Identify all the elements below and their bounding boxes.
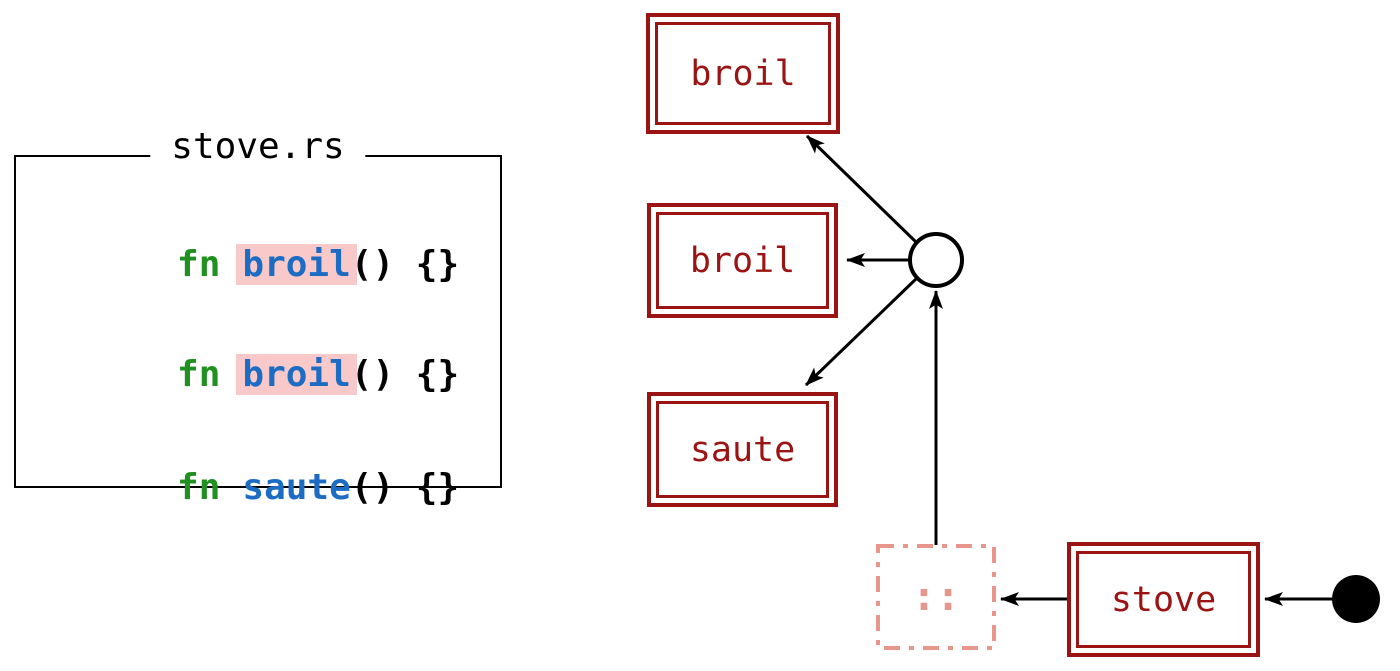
file-name-label: stove.rs <box>150 124 366 170</box>
glob-import-label: :: <box>911 574 961 620</box>
fanout-node-circle <box>908 232 964 288</box>
keyword-fn: fn <box>177 354 221 395</box>
node-saute-inner-border: saute <box>656 401 829 498</box>
node-stove: stove <box>1067 542 1260 657</box>
fn-name-broil-highlighted: broil <box>236 354 357 395</box>
node-saute: saute <box>647 392 838 507</box>
entry-point-dot <box>1332 575 1380 623</box>
edge-node-to-saute <box>804 276 919 387</box>
node-broil-a-label: broil <box>690 53 796 94</box>
node-broil-b-inner-border: broil <box>656 212 829 309</box>
keyword-fn: fn <box>177 244 221 285</box>
node-broil-a-inner-border: broil <box>655 22 831 125</box>
keyword-fn: fn <box>177 467 221 508</box>
fn-signature-rest: () {} <box>350 354 460 395</box>
fn-signature-rest: () {} <box>350 244 460 285</box>
edge-node-to-broil-a <box>805 134 919 245</box>
node-stove-label: stove <box>1110 579 1217 620</box>
fn-signature-rest: () {} <box>350 467 460 508</box>
node-saute-label: saute <box>689 429 796 470</box>
fn-name-saute: saute <box>242 467 351 508</box>
node-broil-a: broil <box>646 13 840 134</box>
node-stove-inner-border: stove <box>1076 551 1251 648</box>
node-broil-b: broil <box>647 203 838 318</box>
glob-import-box <box>876 544 996 650</box>
node-broil-b-label: broil <box>689 240 796 281</box>
fn-name-broil-highlighted: broil <box>236 244 357 285</box>
